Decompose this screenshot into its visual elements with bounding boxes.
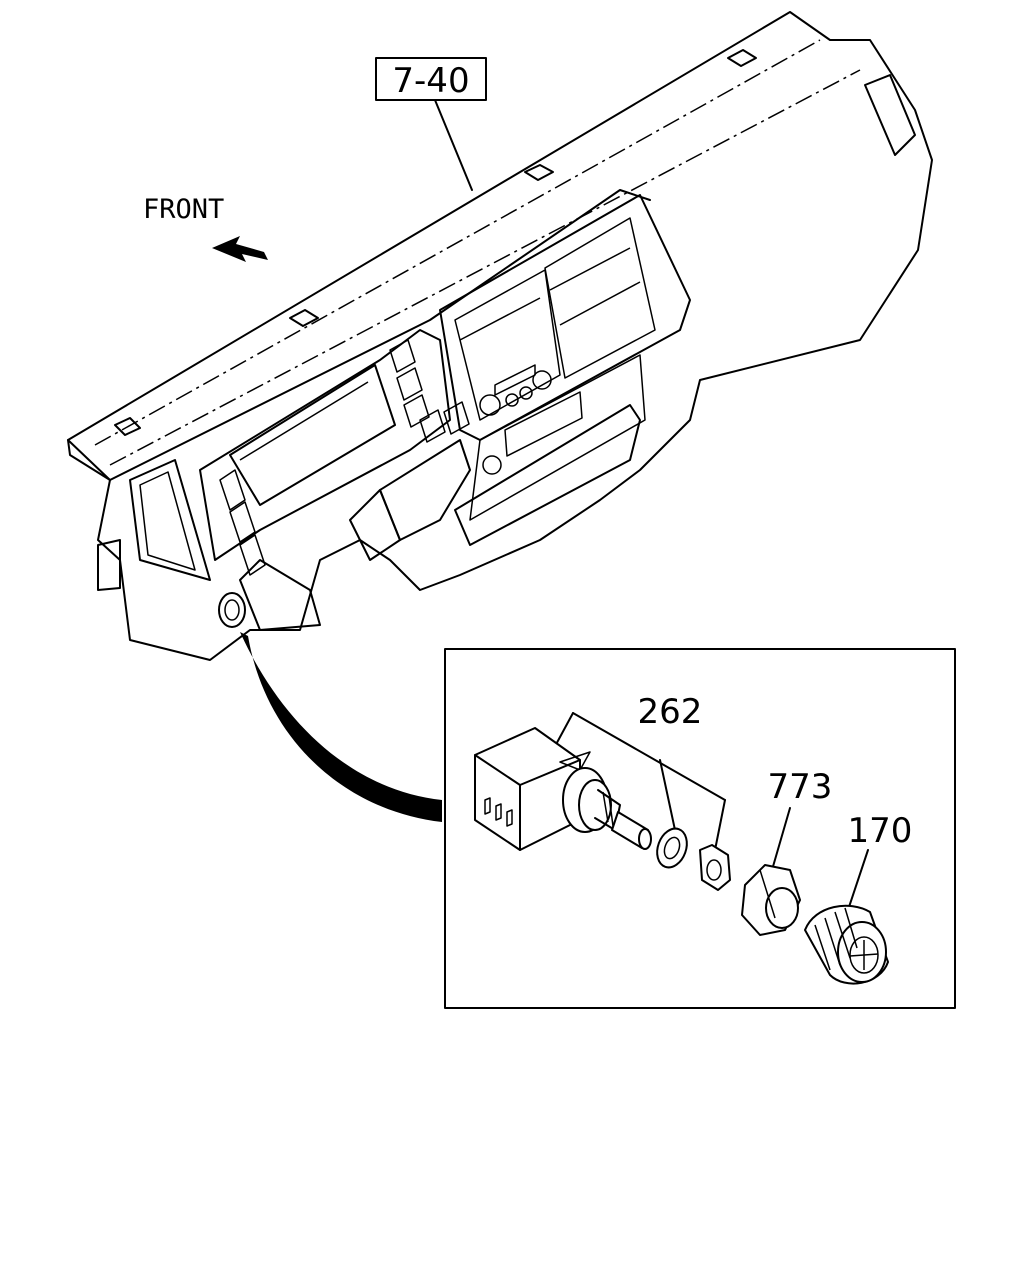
detail-leader-arrow bbox=[240, 632, 442, 822]
part-number-262: 262 bbox=[638, 692, 703, 732]
dashboard-assembly bbox=[67, 11, 933, 661]
light-switch-part bbox=[474, 727, 652, 851]
reference-callout-7-40: 7-40 bbox=[375, 57, 487, 191]
bezel-part bbox=[741, 864, 801, 936]
detail-panel: 262 bbox=[444, 648, 956, 1009]
part-number-170: 170 bbox=[848, 811, 913, 851]
reference-label: 7-40 bbox=[392, 61, 469, 101]
front-arrow-icon bbox=[212, 236, 268, 262]
nut-part bbox=[699, 844, 731, 891]
knob-part bbox=[804, 904, 889, 985]
washer-part bbox=[656, 827, 688, 869]
front-direction-indicator: FRONT bbox=[143, 194, 268, 262]
part-number-773: 773 bbox=[768, 767, 833, 807]
front-label: FRONT bbox=[143, 194, 224, 225]
